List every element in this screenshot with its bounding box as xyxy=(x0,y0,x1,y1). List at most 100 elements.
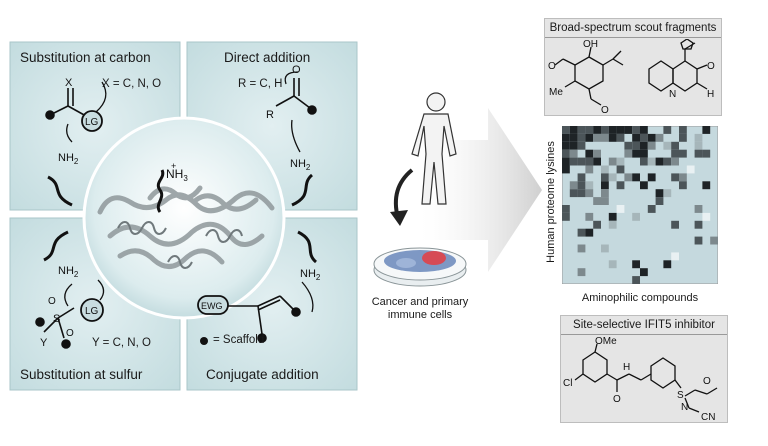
heatmap-cell xyxy=(593,220,601,229)
heatmap-cell xyxy=(632,260,640,269)
panel-heatmap: Human proteome lysines Aminophilic compo… xyxy=(544,124,720,314)
heatmap-cell xyxy=(640,149,648,158)
chem-r-label: R xyxy=(266,109,274,121)
heatmap-cell xyxy=(585,133,594,142)
heatmap-cell xyxy=(647,133,656,142)
panel-fragments: Broad-spectrum scout fragments OH Me O O… xyxy=(544,18,722,116)
heatmap-cell xyxy=(702,181,711,190)
heatmap-cell xyxy=(702,149,711,158)
inh-nh-label: H xyxy=(623,362,630,373)
frag-h-label: H xyxy=(707,89,714,100)
heatmap-cell xyxy=(562,149,570,158)
inhibitor-title: Site-selective IFIT5 inhibitor xyxy=(561,319,727,335)
inh-cl-label: Cl xyxy=(563,378,572,389)
heatmap-cell xyxy=(694,141,703,150)
heatmap-cell xyxy=(663,189,672,198)
heatmap-cell xyxy=(640,126,648,134)
heatmap-cell xyxy=(585,126,594,134)
human-figure xyxy=(411,92,457,205)
heatmap-cell xyxy=(569,189,578,198)
heatmap-cell xyxy=(710,236,718,245)
heatmap-cell xyxy=(577,141,586,150)
heatmap-cell xyxy=(562,133,570,142)
heatmap-cell xyxy=(663,126,672,134)
title-substitution-carbon: Substitution at carbon xyxy=(20,50,151,65)
fragments-title: Broad-spectrum scout fragments xyxy=(545,22,721,38)
heatmap-cell xyxy=(593,197,601,205)
heatmap-cell xyxy=(616,165,625,174)
heatmap-cell xyxy=(601,126,609,134)
chem-direct-addition xyxy=(275,71,317,207)
heatmap-cell xyxy=(624,149,633,158)
heatmap-cell xyxy=(569,149,578,158)
heatmap-cell xyxy=(616,133,625,142)
heatmap-cells xyxy=(562,126,718,284)
heatmap-cell xyxy=(616,126,625,134)
heatmap-cell xyxy=(702,212,711,221)
heatmap-cell xyxy=(601,181,609,190)
inh-o-label: O xyxy=(613,394,621,405)
frag-o2-label: O xyxy=(601,105,609,115)
middle-art xyxy=(373,92,542,287)
inhibitor-structure: OMe Cl O H S N CN O xyxy=(563,336,718,422)
chem-nh2-label-bl: NH2 xyxy=(58,265,79,279)
frag-o3-label: O xyxy=(707,61,715,72)
heatmap-cell xyxy=(569,141,578,150)
chem-nh2-label-tl: NH2 xyxy=(58,152,79,166)
heatmap-cell xyxy=(686,165,695,174)
protein-circle xyxy=(82,116,286,320)
heatmap-cell xyxy=(632,212,640,221)
heatmap-cell xyxy=(679,149,687,158)
heatmap-xlabel: Aminophilic compounds xyxy=(581,292,699,304)
heatmap-cell xyxy=(608,126,617,134)
heatmap-cell xyxy=(624,173,633,182)
note-r-atoms: R = C, H xyxy=(238,78,283,90)
lysine-chain xyxy=(156,169,165,213)
heatmap-cell xyxy=(647,205,656,213)
heatmap-cell xyxy=(694,205,703,213)
frag-oh-label: OH xyxy=(583,39,598,50)
heatmap-cell xyxy=(663,260,672,269)
chem-ewg-label: EWG xyxy=(201,301,223,311)
heatmap-cell xyxy=(608,220,617,229)
heatmap-cell xyxy=(640,181,648,190)
heatmap-cell xyxy=(694,236,703,245)
heatmap-cell xyxy=(577,189,586,198)
heatmap-cell xyxy=(702,126,711,134)
heatmap-cell xyxy=(671,252,679,261)
heatmap-cell xyxy=(640,141,648,150)
heatmap-cell xyxy=(647,173,656,182)
panel-inhibitor: Site-selective IFIT5 inhibitor OMe Cl O … xyxy=(560,315,728,423)
cells-label: Cancer and primary immune cells xyxy=(371,296,469,321)
chem-conjugate-addition xyxy=(197,230,318,343)
heatmap-cell xyxy=(601,189,609,198)
inh-cn-label: CN xyxy=(701,412,715,422)
heatmap-cell xyxy=(671,173,679,182)
chem-y-label: Y xyxy=(40,337,48,349)
heatmap-cell xyxy=(593,157,601,166)
heatmap-cell xyxy=(577,157,586,166)
heatmap-cell xyxy=(624,126,633,134)
heatmap-cell xyxy=(694,220,703,229)
heatmap-cell xyxy=(655,157,664,166)
chem-s-label: S xyxy=(53,313,60,325)
protein-structure xyxy=(97,185,275,269)
heatmap-cell xyxy=(647,141,656,150)
reactivity-diagram: NH3 + X LG NH2 O R NH xyxy=(0,0,370,441)
heatmap-cell xyxy=(679,133,687,142)
chem-substitution-carbon xyxy=(45,81,107,207)
inh-ome-label: OMe xyxy=(595,336,617,347)
heatmap-cell xyxy=(679,173,687,182)
heatmap-cell xyxy=(569,181,578,190)
heatmap-cell xyxy=(577,244,586,253)
scaffold-legend-dot xyxy=(200,337,208,345)
frag-me-label: Me xyxy=(549,87,563,98)
heatmap-cell xyxy=(679,126,687,134)
heatmap-cell xyxy=(601,244,609,253)
heatmap-cell xyxy=(569,126,578,134)
heatmap-cell xyxy=(577,181,586,190)
heatmap-cell xyxy=(632,276,640,284)
heatmap-cell xyxy=(671,157,679,166)
frag-n-label: N xyxy=(669,89,676,100)
heatmap-cell xyxy=(616,157,625,166)
